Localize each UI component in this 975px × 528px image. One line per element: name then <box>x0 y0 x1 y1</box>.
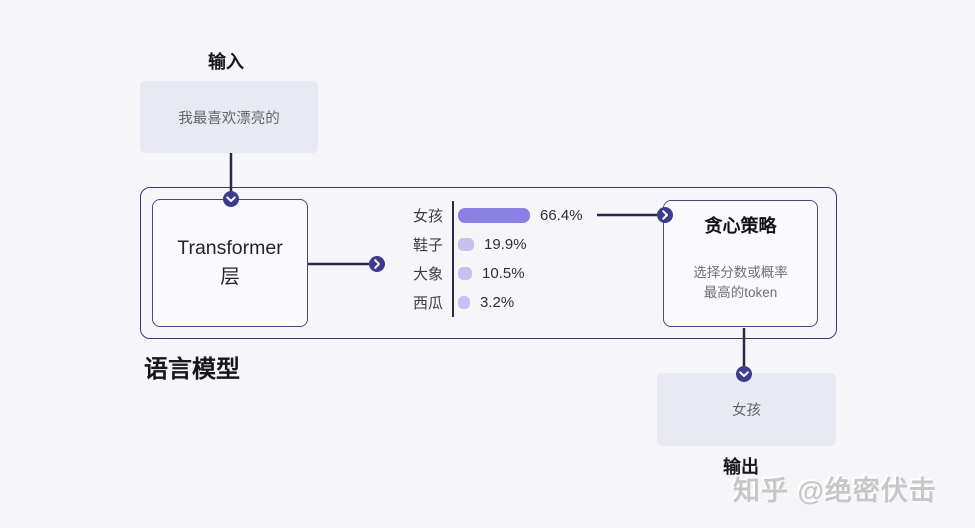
probability-value: 3.2% <box>480 294 515 311</box>
probability-value: 19.9% <box>484 236 527 253</box>
transformer-box: Transformer 层 <box>152 199 308 327</box>
chart-row: 鞋子 19.9% <box>405 236 583 254</box>
token-label: 鞋子 <box>412 237 443 254</box>
language-model-label: 语言模型 <box>144 356 240 383</box>
transformer-line1: Transformer <box>177 237 283 259</box>
chart-axis-line <box>452 201 454 317</box>
probability-bar <box>458 267 472 280</box>
input-text-box: 我最喜欢漂亮的 <box>140 81 318 153</box>
language-model-container <box>140 187 837 339</box>
greedy-desc-line2: 最高的token <box>703 285 778 300</box>
greedy-strategy-title: 贪心策略 <box>704 216 777 236</box>
greedy-strategy-box: 贪心策略 选择分数或概率 最高的token <box>663 200 818 327</box>
probability-value: 66.4% <box>540 207 583 224</box>
token-label: 女孩 <box>412 208 443 225</box>
greedy-desc-line1: 选择分数或概率 <box>693 265 788 280</box>
probability-bar <box>458 238 474 251</box>
input-label: 输入 <box>208 52 244 72</box>
output-label: 输出 <box>723 457 759 477</box>
transformer-box-text: Transformer 层 <box>177 234 282 292</box>
chart-row: 女孩 66.4% <box>405 207 583 225</box>
output-text: 女孩 <box>732 403 761 419</box>
probability-bar <box>458 296 470 309</box>
output-text-box: 女孩 <box>657 373 836 446</box>
probability-chart: 女孩 66.4% 鞋子 19.9% 大象 10.5% 西瓜 3.2% <box>405 207 583 323</box>
chart-row: 大象 10.5% <box>405 265 583 283</box>
transformer-line2: 层 <box>220 266 240 288</box>
input-text: 我最喜欢漂亮的 <box>178 110 280 127</box>
token-label: 大象 <box>412 266 443 283</box>
probability-bar <box>458 208 530 223</box>
chart-row: 西瓜 3.2% <box>405 294 583 312</box>
token-label: 西瓜 <box>412 295 443 312</box>
probability-value: 10.5% <box>482 265 525 282</box>
watermark: 知乎 @绝密伏击 <box>733 476 937 506</box>
greedy-strategy-description: 选择分数或概率 最高的token <box>664 263 817 303</box>
